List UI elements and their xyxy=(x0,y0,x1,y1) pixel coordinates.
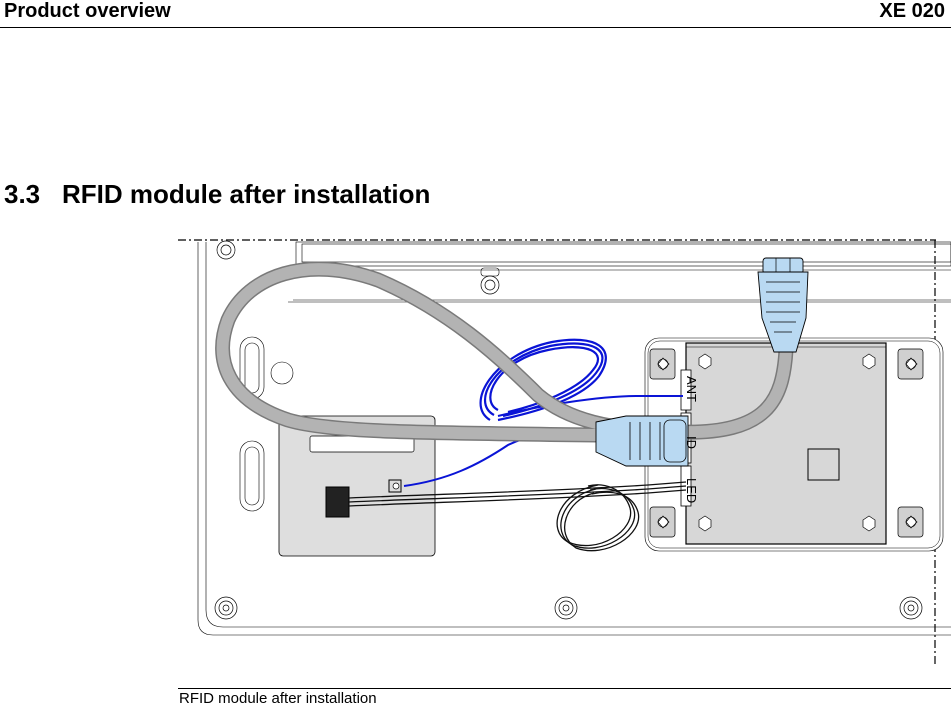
label-id: ID xyxy=(684,436,699,449)
screw-bottom-right xyxy=(899,596,923,620)
section-number: 3.3 xyxy=(4,179,41,209)
header-product-name: XE 020 xyxy=(879,0,945,22)
header-chapter-title: Product overview xyxy=(4,0,171,22)
screw-top-mid xyxy=(480,275,500,295)
page-header: Product overview XE 020 xyxy=(0,0,951,28)
rfid-installation-drawing: ANT ID LED xyxy=(178,239,951,664)
section-title: RFID module after installation xyxy=(62,179,431,209)
label-ant: ANT xyxy=(684,376,699,402)
header-divider xyxy=(0,27,951,28)
screw-bottom-left xyxy=(214,596,238,620)
top-rj-connector xyxy=(757,257,809,353)
label-led: LED xyxy=(684,478,699,503)
left-rj-connector xyxy=(595,415,689,467)
led-cable xyxy=(348,481,687,552)
screw-bottom-mid xyxy=(554,596,578,620)
connector-labels: ANT ID LED xyxy=(684,376,699,503)
screw-top-left xyxy=(216,240,236,260)
reader-plate xyxy=(278,415,436,557)
caption-divider xyxy=(178,688,951,689)
screws xyxy=(214,240,923,620)
section-heading: 3.3 RFID module after installation xyxy=(4,179,430,210)
figure-caption: RFID module after installation xyxy=(179,690,377,707)
